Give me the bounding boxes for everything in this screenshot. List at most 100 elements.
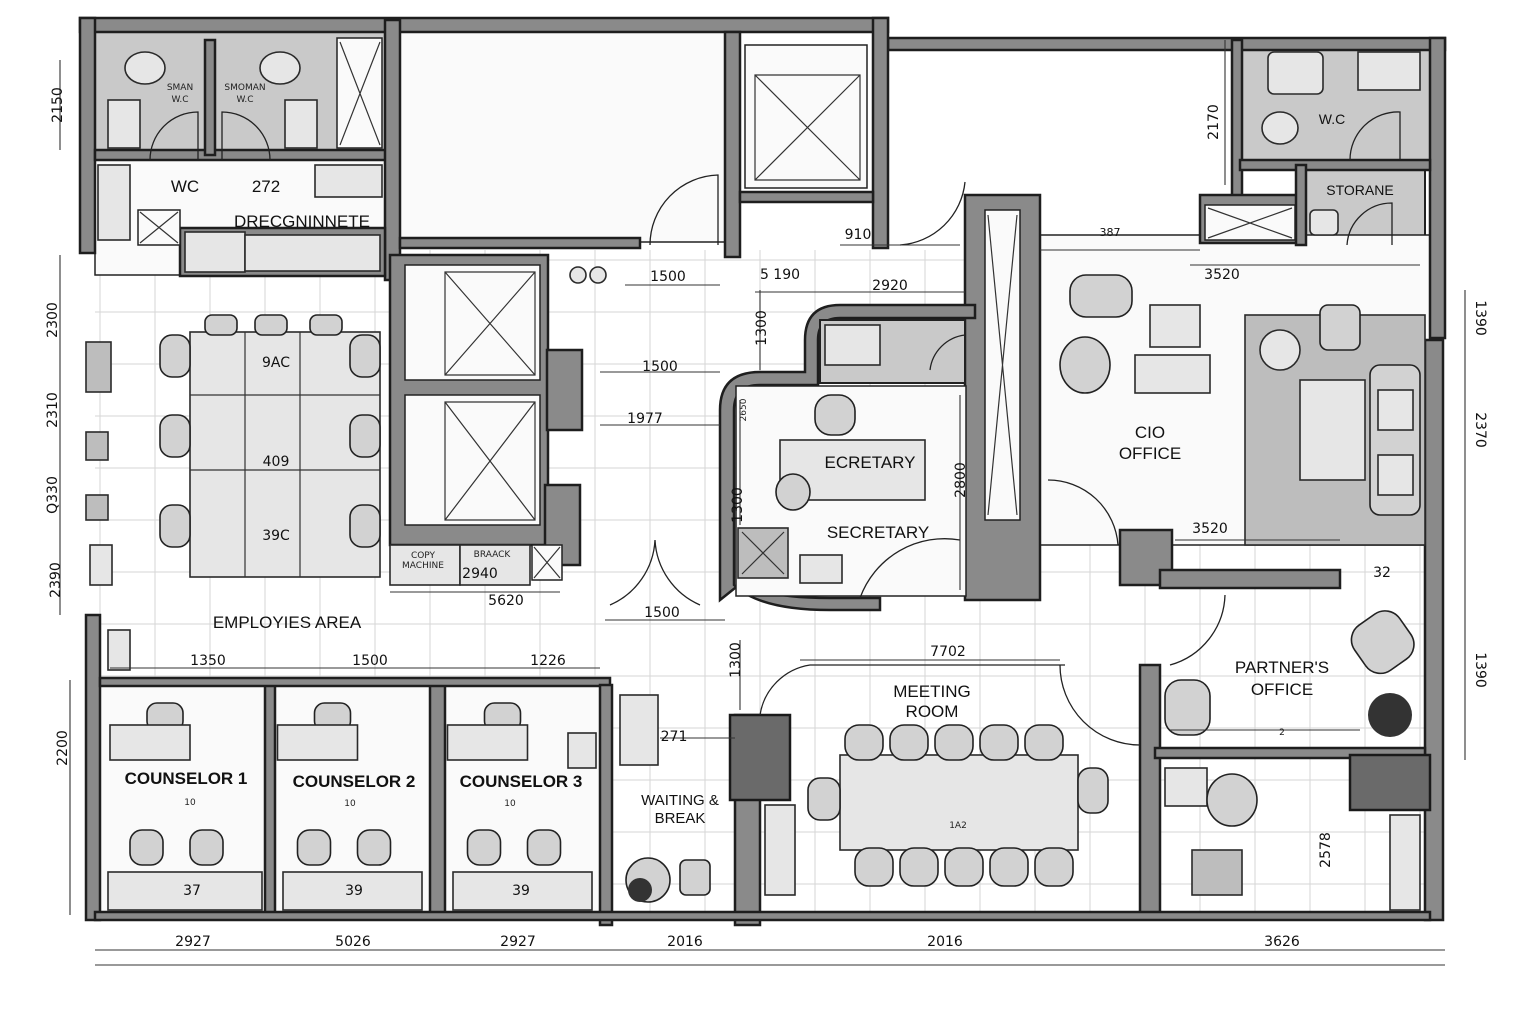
dim-label: 271	[661, 729, 688, 745]
secretary-furniture	[775, 324, 926, 584]
dim-label: 2310	[45, 392, 61, 428]
bench	[452, 871, 593, 911]
chair	[1024, 724, 1064, 761]
dimension-labels: 910 1500 5 190 2920 3520 387 2170 1500 1…	[45, 87, 1488, 950]
dim-label: Q330	[45, 476, 61, 514]
counselor-2-label: COUNSELOR 2	[293, 772, 416, 791]
dim-label: 2578	[1318, 832, 1334, 868]
secretary-enclosure-wall	[718, 303, 977, 612]
side-table	[567, 732, 597, 769]
dimension-lines	[59, 40, 1466, 966]
chair	[899, 847, 939, 887]
dim-label: 32	[1373, 565, 1391, 581]
cio-office-label: CIO	[1135, 423, 1165, 442]
chair	[979, 724, 1019, 761]
dim-label: 3520	[1192, 521, 1228, 537]
chair	[159, 414, 191, 458]
dim-label: 1390	[1472, 300, 1488, 336]
waiting-furniture	[619, 694, 711, 903]
copy-machine-label: COPY	[411, 551, 436, 561]
dim-label: 5620	[488, 593, 524, 609]
dim-label: 2	[1279, 728, 1285, 738]
dim-label: 1300	[730, 487, 746, 523]
wc-fixtures	[97, 51, 1421, 284]
chair	[466, 829, 502, 866]
dim-label: 2300	[45, 302, 61, 338]
chair	[309, 314, 343, 336]
dim-label: 1390	[1472, 652, 1488, 688]
cio-office-label-2: OFFICE	[1119, 444, 1181, 463]
chair	[989, 847, 1029, 887]
dim-label: 3626	[1264, 934, 1300, 950]
table-number: 409	[263, 454, 290, 470]
chair	[844, 724, 884, 761]
meeting-furniture	[764, 754, 1079, 896]
dim-label: 1977	[627, 411, 663, 427]
employees-chairs	[159, 314, 381, 548]
dim-label: 910	[845, 227, 872, 243]
dim-label: 1500	[650, 269, 686, 285]
meeting-table	[839, 754, 1079, 851]
counselor-2-bench: 39	[345, 883, 363, 899]
dim-label: 2150	[50, 87, 66, 123]
meeting-table-number: 1A2	[949, 821, 967, 831]
chair	[129, 829, 164, 866]
counselor-3-note: 10	[504, 799, 516, 809]
dim-label: 2927	[175, 934, 211, 950]
dim-label: 2370	[1472, 412, 1488, 448]
counselor-3-bench: 39	[512, 883, 530, 899]
dim-label: 7702	[930, 644, 966, 660]
stall-2-sub: W.C	[236, 95, 253, 105]
elevator-shafts	[137, 37, 1296, 579]
kitchenette-number: 272	[252, 177, 280, 196]
chair	[854, 847, 894, 887]
counselor-1-note: 10	[184, 798, 196, 808]
counselor-2-note: 10	[344, 799, 356, 809]
meeting-chairs	[807, 724, 1109, 887]
dim-label: 2390	[48, 562, 64, 598]
storage-label: STORANE	[1326, 182, 1393, 198]
secretary-desk-label: ECRETARY	[824, 453, 915, 472]
bench	[107, 871, 263, 911]
waiting-label-2: BREAK	[655, 810, 706, 827]
kitchenette-label: DRECGNINNETE	[234, 212, 370, 231]
dim-label: 1226	[530, 653, 566, 669]
chair	[889, 724, 929, 761]
counselor-1-bench: 37	[183, 883, 201, 899]
copy-machine-label-2: MACHINE	[402, 561, 444, 571]
storage-small-label: BRAACK	[474, 550, 512, 560]
chair	[159, 334, 191, 378]
secretary-label: SECRETARY	[827, 523, 929, 542]
open-void	[399, 31, 726, 243]
dim-label: 387	[1100, 226, 1121, 239]
copy-machine-counter	[389, 544, 563, 586]
chair	[1034, 847, 1074, 887]
dim-label: 1500	[644, 605, 680, 621]
desk	[276, 724, 359, 761]
bench	[282, 871, 423, 911]
chair	[934, 724, 974, 761]
employees-area-label: EMPLOYIES AREA	[213, 613, 362, 632]
counselor-furniture	[107, 702, 597, 911]
wall-cabinets	[85, 341, 131, 671]
stall-1-label: SMAN	[167, 83, 193, 93]
desk	[109, 724, 191, 761]
chair	[356, 829, 392, 866]
cio-furniture	[1059, 274, 1426, 546]
waiting-plant-icon	[628, 878, 652, 902]
dim-label: 2800	[953, 462, 969, 498]
dim-label: 1500	[352, 653, 388, 669]
partners-office-label-2: OFFICE	[1251, 680, 1313, 699]
chair	[204, 314, 238, 336]
dim-label: 1300	[728, 642, 744, 678]
chair	[526, 829, 562, 866]
partners-office-label: PARTNER'S	[1235, 658, 1329, 677]
chair	[296, 829, 332, 866]
table-number: 9AC	[262, 355, 290, 371]
room-labels: WC 272 DRECGNINNETE SMAN W.C SMOMAN W.C …	[125, 83, 1394, 899]
dim-label: 5026	[335, 934, 371, 950]
dim-label: 2016	[927, 934, 963, 950]
chair	[807, 777, 841, 821]
table-number: 39C	[262, 528, 290, 544]
